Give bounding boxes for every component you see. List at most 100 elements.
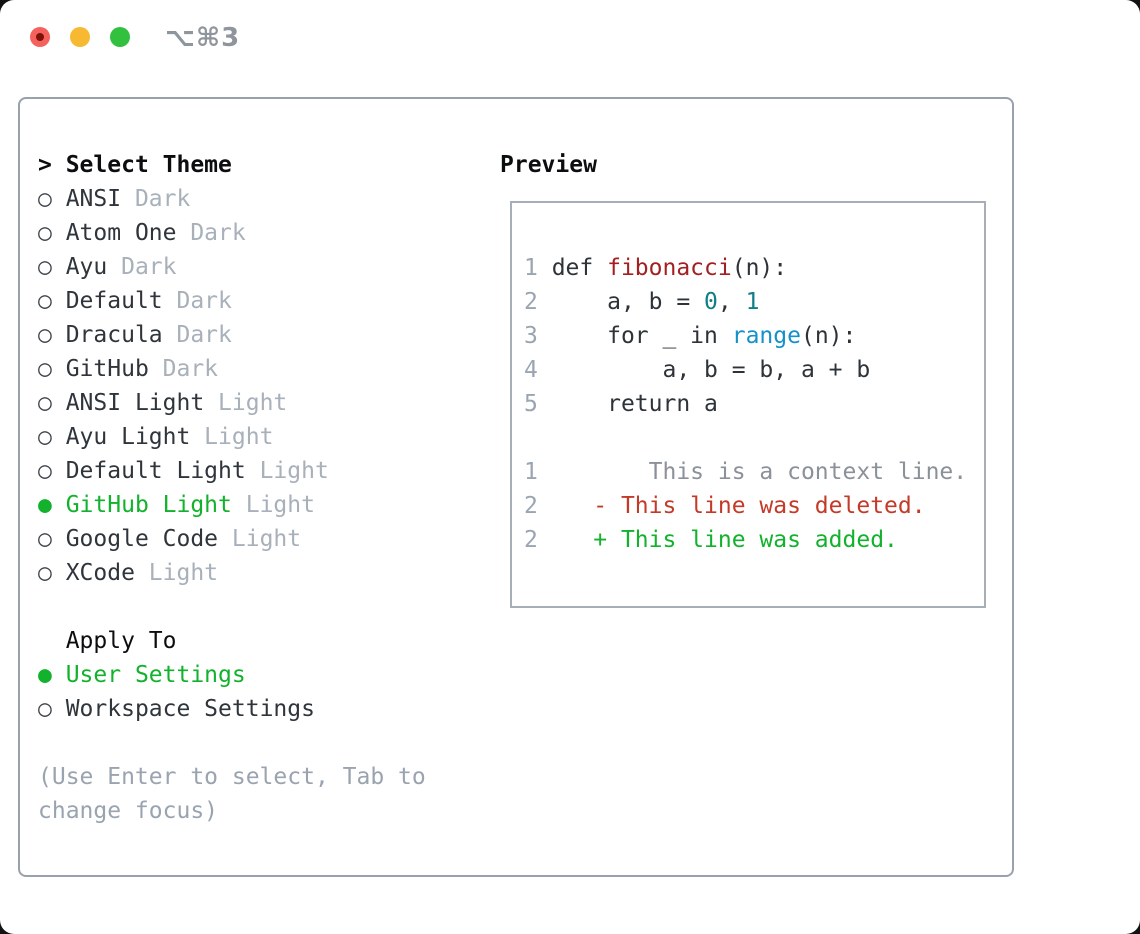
- theme-variant: Dark: [148, 356, 219, 382]
- theme-variant: Light: [204, 390, 288, 416]
- apply-option-label: User Settings: [65, 662, 246, 688]
- code-segment: [538, 459, 649, 485]
- theme-name: Dracula: [65, 322, 163, 348]
- theme-variant: Light: [134, 560, 219, 586]
- code-segment: [538, 527, 593, 553]
- radio-icon: ○: [38, 254, 66, 280]
- theme-variant: Dark: [176, 220, 246, 246]
- code-segment: 1: [524, 255, 552, 281]
- code-line: 1 This is a context line.: [524, 455, 967, 489]
- code-segment: def: [551, 255, 608, 281]
- theme-option-default[interactable]: ○ Default Dark: [38, 284, 426, 318]
- code-segment: fibonacci: [607, 255, 732, 281]
- theme-option-ansi[interactable]: ○ ANSI Dark: [38, 182, 426, 216]
- apply-to-header: Apply To: [65, 628, 177, 654]
- code-line: 2 - This line was deleted.: [524, 489, 967, 523]
- unsaved-changes-dot-icon: [36, 33, 44, 41]
- help-text-line: (Use Enter to select, Tab to: [38, 764, 426, 790]
- code-segment: - This line was deleted.: [593, 493, 926, 519]
- code-segment: This is a context line.: [648, 459, 968, 485]
- theme-option-atom-one[interactable]: ○ Atom One Dark: [38, 216, 426, 250]
- theme-option-dracula[interactable]: ○ Dracula Dark: [38, 318, 426, 352]
- code-segment: 4: [524, 357, 552, 383]
- theme-variant: Light: [190, 424, 274, 450]
- preview-title: Preview: [500, 152, 597, 178]
- radio-icon: ○: [38, 288, 66, 314]
- theme-select-header: > Select Theme: [38, 148, 426, 182]
- code-segment: 1: [745, 289, 760, 315]
- code-segment: ,: [717, 289, 746, 315]
- zoom-button[interactable]: [110, 27, 130, 47]
- theme-name: Default: [65, 288, 163, 314]
- theme-name: ANSI Light: [65, 390, 205, 416]
- close-button[interactable]: [30, 27, 50, 47]
- theme-option-ayu-light[interactable]: ○ Ayu Light Light: [38, 420, 426, 454]
- code-line: 5 return a: [524, 387, 967, 421]
- radio-icon: ○: [38, 458, 66, 484]
- radio-icon: ○: [38, 390, 66, 416]
- theme-variant: Dark: [162, 288, 232, 314]
- radio-selected-icon: ●: [38, 662, 66, 688]
- code-segment: 2: [524, 493, 538, 519]
- code-segment: 2: [524, 527, 538, 553]
- theme-picker-panel: > Select Theme○ ANSI Dark○ Atom One Dark…: [18, 97, 1014, 877]
- theme-name: Default Light: [65, 458, 246, 484]
- code-segment: 0: [704, 289, 718, 315]
- theme-variant: Dark: [107, 254, 177, 280]
- spacer: [38, 590, 426, 624]
- help-text-line: change focus): [38, 798, 219, 824]
- apply-option-label: Workspace Settings: [65, 696, 315, 722]
- theme-name: GitHub: [65, 356, 149, 382]
- radio-icon: ○: [38, 696, 66, 722]
- theme-variant: Light: [218, 526, 302, 552]
- code-line: 2 a, b = 0, 1: [524, 285, 967, 319]
- code-segment: a, b = b, a + b: [551, 357, 871, 383]
- theme-header-label: Select Theme: [65, 152, 232, 178]
- code-segment: range: [731, 323, 801, 349]
- theme-name: XCode: [65, 560, 135, 586]
- code-segment: [538, 493, 593, 519]
- spacer: [38, 726, 426, 760]
- theme-option-github[interactable]: ○ GitHub Dark: [38, 352, 426, 386]
- code-line: 2 + This line was added.: [524, 523, 967, 557]
- radio-icon: ○: [38, 322, 66, 348]
- code-segment: (n):: [800, 323, 857, 349]
- radio-icon: ○: [38, 424, 66, 450]
- code-segment: return a: [551, 391, 718, 417]
- minimize-button[interactable]: [70, 27, 90, 47]
- code-line: 3 for _ in range(n):: [524, 319, 967, 353]
- theme-name: Ayu: [65, 254, 108, 280]
- theme-variant: Light: [245, 458, 329, 484]
- prompt-icon: >: [38, 152, 66, 178]
- code-line: 4 a, b = b, a + b: [524, 353, 967, 387]
- radio-icon: ○: [38, 220, 66, 246]
- radio-icon: ○: [38, 560, 66, 586]
- theme-variant: Light: [231, 492, 315, 518]
- radio-selected-icon: ●: [38, 492, 66, 518]
- radio-icon: ○: [38, 186, 66, 212]
- code-line: [524, 421, 967, 455]
- code-line: 1 def fibonacci(n):: [524, 251, 967, 285]
- theme-option-ansi-light[interactable]: ○ ANSI Light Light: [38, 386, 426, 420]
- code-segment: 3: [524, 323, 552, 349]
- theme-name: GitHub Light: [65, 492, 232, 518]
- code-segment: (n):: [731, 255, 788, 281]
- apply-option-user-settings[interactable]: ● User Settings: [38, 658, 426, 692]
- theme-option-default-light[interactable]: ○ Default Light Light: [38, 454, 426, 488]
- theme-option-github-light[interactable]: ● GitHub Light Light: [38, 488, 426, 522]
- theme-option-google-code[interactable]: ○ Google Code Light: [38, 522, 426, 556]
- code-segment: 5: [524, 391, 552, 417]
- theme-variant: Dark: [162, 322, 232, 348]
- code-segment: a, b =: [551, 289, 705, 315]
- code-segment: for _ in: [551, 323, 732, 349]
- radio-icon: ○: [38, 526, 66, 552]
- theme-option-ayu[interactable]: ○ Ayu Dark: [38, 250, 426, 284]
- theme-name: Atom One: [65, 220, 177, 246]
- theme-option-xcode[interactable]: ○ XCode Light: [38, 556, 426, 590]
- window-title: ⌥⌘3: [165, 23, 241, 53]
- code-segment: 2: [524, 289, 552, 315]
- apply-option-workspace-settings[interactable]: ○ Workspace Settings: [38, 692, 426, 726]
